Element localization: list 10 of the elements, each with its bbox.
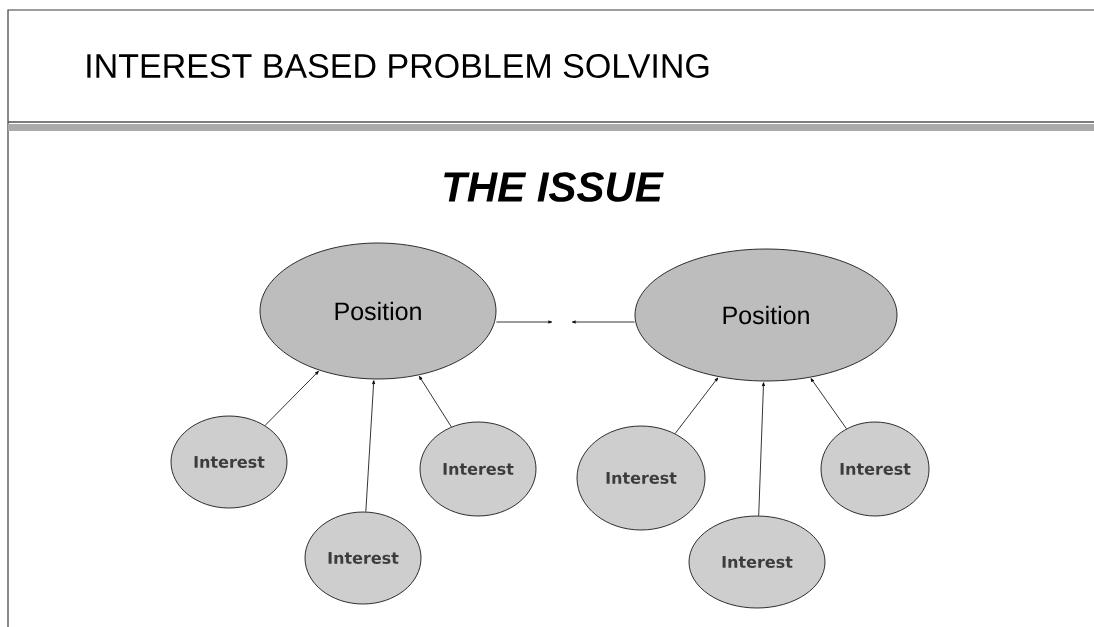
- arrow: [674, 377, 719, 434]
- header-title: INTEREST BASED PROBLEM SOLVING: [87, 53, 709, 79]
- section-heading: THE ISSUE: [444, 172, 664, 202]
- arrow: [571, 320, 635, 324]
- arrow: [365, 380, 376, 513]
- arrow: [758, 382, 765, 516]
- arrow: [496, 320, 553, 324]
- arrow: [264, 370, 319, 426]
- arrow: [810, 378, 847, 430]
- arrow: [418, 375, 452, 428]
